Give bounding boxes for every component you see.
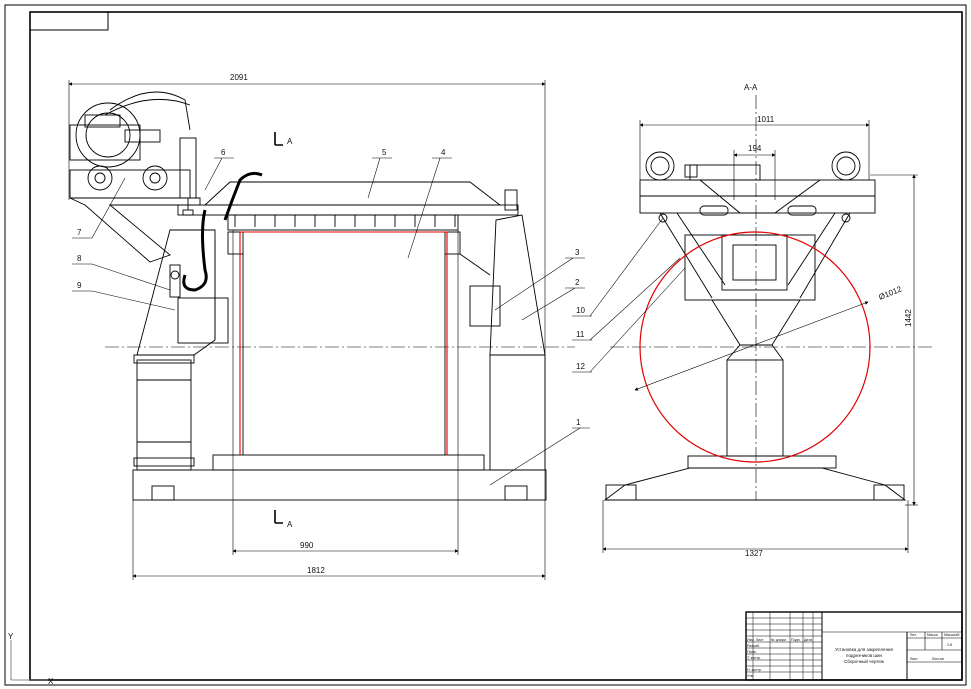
section-label: А-А <box>744 83 758 92</box>
section-cut-marks <box>274 132 283 524</box>
part-label-1: 1 <box>576 418 581 427</box>
front-dimensions <box>68 80 546 580</box>
tb-sheet: Лист <box>910 657 918 661</box>
part-label-10: 10 <box>576 306 585 315</box>
ucs-y-label: Y <box>8 632 14 641</box>
part-label-8: 8 <box>77 254 82 263</box>
part-label-4: 4 <box>441 148 446 157</box>
dim-front-inner-width: 990 <box>300 541 314 550</box>
part-label-9: 9 <box>77 281 82 290</box>
tb-row-4: Т. контр. <box>747 656 761 660</box>
part-label-12: 12 <box>576 362 585 371</box>
side-dimensions <box>602 120 918 553</box>
tb-col-date: Дата <box>804 638 812 642</box>
dim-side-height: 1442 <box>904 309 913 327</box>
tb-row-2: Разраб. <box>747 644 760 648</box>
part-label-11: 11 <box>576 330 585 339</box>
tb-col-doc: № докум. <box>771 638 787 642</box>
tb-row-5: Н. контр. <box>747 668 762 672</box>
tb-col-sign: Подп. <box>791 638 801 642</box>
tb-row-6: Утв. <box>747 674 754 678</box>
tb-row-3: Пров. <box>747 650 757 654</box>
tb-scale-value: 1:8 <box>947 643 952 647</box>
cut-mark-bottom-label: А <box>287 520 293 529</box>
tb-row-1: Изм. Лист <box>747 638 764 642</box>
part-label-3: 3 <box>575 248 580 257</box>
dim-front-overall-width: 2091 <box>230 73 248 82</box>
dim-side-base-width: 1327 <box>745 549 763 558</box>
part-label-2: 2 <box>575 278 580 287</box>
dim-front-base-width: 1812 <box>307 566 325 575</box>
title-block <box>745 611 963 681</box>
front-leaders <box>72 157 590 486</box>
tb-header-lit: Лит. <box>910 633 917 637</box>
dim-side-center-width: 194 <box>748 144 762 153</box>
title-line-2: подрезчиков шин <box>846 653 882 658</box>
ucs-x-label: X <box>48 677 54 686</box>
side-leaders <box>572 217 686 373</box>
sheet-frame <box>4 4 967 686</box>
tb-header-scale: Масштаб <box>944 633 959 637</box>
title-line-3: Сборочный чертеж <box>844 658 884 664</box>
dim-side-top-width: 1011 <box>757 115 775 124</box>
title-line-1: Установка для закрепления <box>835 647 894 652</box>
tb-sheets: Листов <box>932 657 944 661</box>
part-label-6: 6 <box>221 148 226 157</box>
part-label-5: 5 <box>382 148 387 157</box>
front-view <box>69 91 575 501</box>
dim-side-circle-diameter: Ø1012 <box>877 284 903 302</box>
part-label-7: 7 <box>77 228 82 237</box>
front-view-highlight <box>239 231 448 455</box>
tb-header-mass: Масса <box>927 633 938 637</box>
cut-mark-top-label: А <box>287 137 293 146</box>
